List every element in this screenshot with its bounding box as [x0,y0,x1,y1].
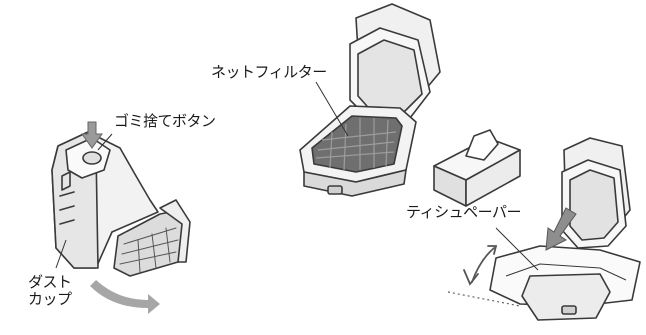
label-dust-cup-line2: カップ [28,290,72,309]
tissue-box-group [433,129,521,207]
right-unit-lid-inner [569,169,619,241]
right-unit-latch [561,305,577,315]
net-filter-leader [315,81,349,137]
dust-cup-side-slots [59,171,75,225]
dust-cup-filter-grid [119,227,179,273]
label-net-filter: ネットフィルター [211,63,327,81]
tissue-box-side [465,149,521,207]
dust-cup-flap [159,199,191,263]
tissue-paper-group [489,137,641,321]
label-dust-cup: ダスト カップ [28,273,72,309]
down-arrow-icon [545,207,577,251]
filter-unit-lid-inner [357,39,423,115]
garbage-button-leader [97,133,113,151]
label-dust-cup-line1: ダスト [28,273,72,291]
label-garbage-button: ゴミ捨てボタン [114,112,216,130]
curved-up-arrow-icon [463,245,498,286]
label-tissue-paper: ティシュペーパー [406,203,521,221]
dust-cup-leader [55,239,67,269]
net-filter [311,115,403,173]
tissue-paper-fold [505,263,627,281]
press-arrow-icon [81,121,103,149]
dust-cup-group [51,131,191,277]
tissue-sheet [465,129,499,161]
tissue-paper-leader [495,227,539,271]
right-unit-base [521,273,611,321]
guide-dotted-line [447,291,521,307]
dust-cup-button [82,151,102,165]
filter-unit-latch [327,185,343,195]
rotate-arrow-icon [90,280,160,314]
filter-unit-group [299,3,441,197]
